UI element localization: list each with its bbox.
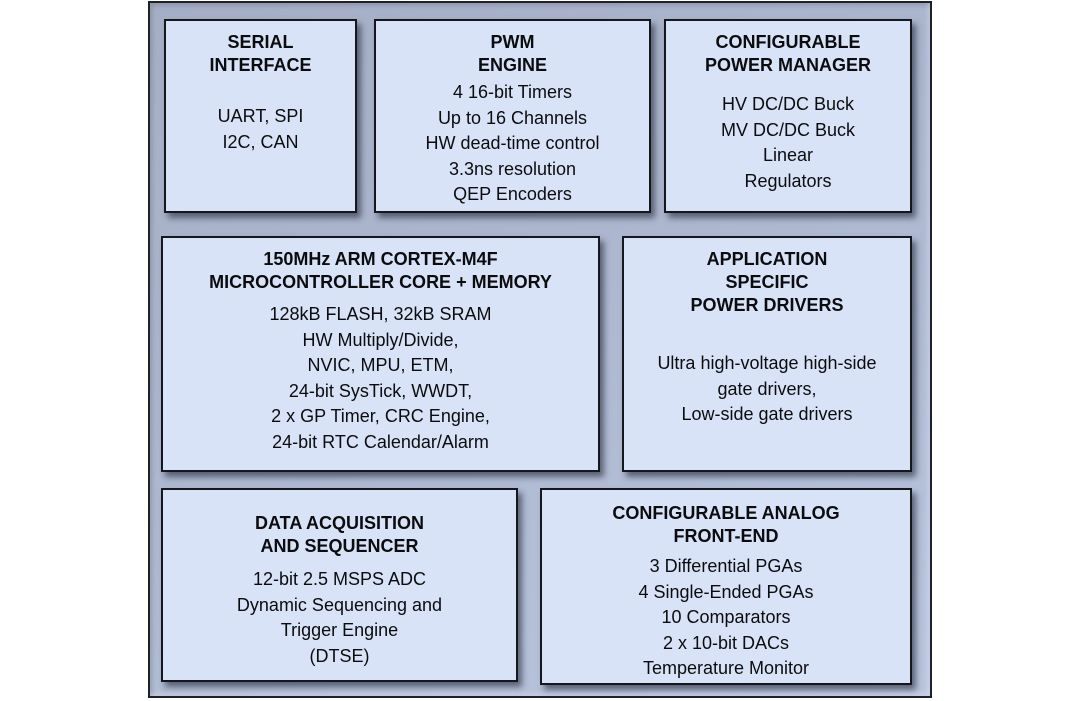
block-body: Ultra high-voltage high-sidegate drivers…	[657, 353, 877, 424]
block-body: HV DC/DC BuckMV DC/DC BuckLinearRegulato…	[720, 94, 855, 191]
block-microcontroller-core: 150MHz ARM CORTEX-M4FMICROCONTROLLER COR…	[161, 236, 600, 472]
block-body: 3 Differential PGAs4 Single-Ended PGAs10…	[638, 556, 814, 678]
block-application-specific-power-drivers: APPLICATIONSPECIFICPOWER DRIVERS Ultra h…	[622, 236, 912, 472]
block-body: 12-bit 2.5 MSPS ADCDynamic Sequencing an…	[236, 569, 443, 666]
block-configurable-power-manager: CONFIGURABLEPOWER MANAGER HV DC/DC BuckM…	[664, 19, 912, 213]
soc-block-diagram: SERIALINTERFACE UART, SPII2C, CAN PWMENG…	[148, 1, 932, 698]
block-title: PWMENGINE	[477, 32, 547, 75]
block-title: APPLICATIONSPECIFICPOWER DRIVERS	[690, 249, 844, 315]
block-body: 4 16-bit TimersUp to 16 ChannelsHW dead-…	[425, 82, 600, 204]
block-title: DATA ACQUISITIONAND SEQUENCER	[255, 513, 424, 556]
block-title: SERIALINTERFACE	[209, 32, 312, 75]
block-body: UART, SPII2C, CAN	[217, 106, 304, 152]
block-body: 128kB FLASH, 32kB SRAMHW Multiply/Divide…	[269, 304, 492, 452]
block-configurable-analog-front-end: CONFIGURABLE ANALOGFRONT-END 3 Different…	[540, 488, 912, 685]
block-serial-interface: SERIALINTERFACE UART, SPII2C, CAN	[164, 19, 357, 213]
block-data-acquisition-and-sequencer: DATA ACQUISITIONAND SEQUENCER 12-bit 2.5…	[161, 488, 518, 682]
block-title: 150MHz ARM CORTEX-M4FMICROCONTROLLER COR…	[209, 249, 552, 292]
block-title: CONFIGURABLEPOWER MANAGER	[705, 32, 871, 75]
block-pwm-engine: PWMENGINE 4 16-bit TimersUp to 16 Channe…	[374, 19, 651, 213]
block-title: CONFIGURABLE ANALOGFRONT-END	[612, 503, 840, 546]
